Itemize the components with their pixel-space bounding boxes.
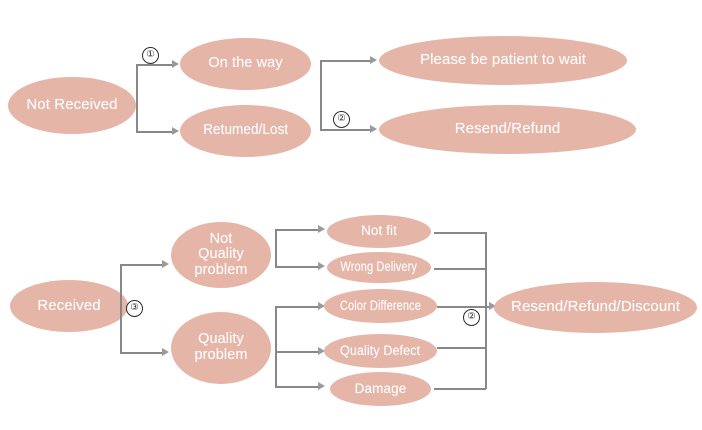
connector-merge-quality-defect <box>437 347 486 349</box>
connector-merge-color-difference <box>437 306 486 308</box>
arrow-to-returned-lost <box>172 127 179 135</box>
connector-not-received-split-vertical <box>136 64 138 132</box>
step-marker-1: ① <box>142 47 159 64</box>
node-quality-defect[interactable]: Quality Defect <box>324 334 437 368</box>
node-quality-problem[interactable]: Quality problem <box>171 312 271 384</box>
step-marker-2-bottom: ② <box>463 309 480 326</box>
node-color-difference[interactable]: Color Difference <box>324 289 437 323</box>
connector-to-damage <box>275 386 319 388</box>
arrow-to-color-difference <box>318 302 325 310</box>
connector-merge-damage <box>434 388 486 390</box>
node-not-fit[interactable]: Not fit <box>327 215 431 248</box>
node-received-label: Received <box>37 296 101 314</box>
connector-nqp-split-vertical <box>275 229 277 267</box>
connector-to-quality-problem <box>120 352 163 354</box>
arrow-to-not-quality-problem <box>162 260 169 268</box>
node-not-quality-problem-label: Not Quality problem <box>194 230 248 278</box>
step-marker-3: ③ <box>126 300 143 317</box>
connector-to-wrong-delivery <box>275 266 319 268</box>
node-on-the-way-label: On the way <box>208 55 283 72</box>
node-color-difference-label: Color Difference <box>339 297 422 313</box>
arrow-to-resend-refund-discount <box>489 302 496 310</box>
node-not-received-label: Not Received <box>26 96 118 114</box>
node-not-quality-problem[interactable]: Not Quality problem <box>171 222 271 288</box>
connector-to-not-fit <box>275 229 319 231</box>
node-wrong-delivery-label: Wrong Delivery <box>340 259 418 275</box>
arrow-to-wrong-delivery <box>318 262 325 270</box>
arrow-to-resend-refund <box>370 125 377 133</box>
node-not-received[interactable]: Not Received <box>8 77 136 134</box>
arrow-to-quality-problem <box>162 348 169 356</box>
node-resend-refund-discount[interactable]: Resend/Refund/Discount <box>494 282 697 333</box>
node-on-the-way[interactable]: On the way <box>180 38 311 90</box>
node-returned-lost-label: Retumed/Lost <box>202 122 289 139</box>
step-marker-2-top: ② <box>333 111 350 128</box>
node-please-be-patient-to-wait-label: Please be patient to wait <box>420 51 586 69</box>
node-wrong-delivery[interactable]: Wrong Delivery <box>327 252 431 283</box>
node-quality-problem-label: Quality problem <box>194 331 248 363</box>
connector-merge-wrong-delivery <box>434 268 486 270</box>
connector-to-quality-defect <box>275 351 319 353</box>
connector-to-resend-refund <box>320 129 371 131</box>
node-quality-defect-label: Quality Defect <box>340 342 421 358</box>
node-resend-refund-discount-label: Resend/Refund/Discount <box>511 298 680 316</box>
connector-merge-vertical-bus <box>485 232 487 389</box>
node-damage[interactable]: Damage <box>330 372 431 406</box>
arrow-to-not-fit <box>318 225 325 233</box>
connector-qp-split-vertical <box>275 306 277 387</box>
node-please-be-patient-to-wait[interactable]: Please be patient to wait <box>379 36 627 85</box>
node-resend-refund[interactable]: Resend/Refund <box>379 105 636 154</box>
connector-to-on-the-way <box>136 64 173 66</box>
connector-merge-not-fit <box>434 232 486 234</box>
arrow-to-on-the-way <box>172 60 179 68</box>
connector-merge-to-outcome <box>485 306 492 308</box>
node-resend-refund-label: Resend/Refund <box>454 120 561 138</box>
arrow-to-quality-defect <box>318 347 325 355</box>
connector-stage2-split-vertical <box>320 60 322 130</box>
node-received[interactable]: Received <box>10 280 128 332</box>
connector-to-please-wait <box>320 60 371 62</box>
arrow-to-damage <box>318 382 325 390</box>
node-damage-label: Damage <box>354 380 407 396</box>
connector-to-color-difference <box>275 306 319 308</box>
arrow-to-please-wait <box>370 56 377 64</box>
node-returned-lost[interactable]: Retumed/Lost <box>180 105 311 157</box>
node-not-fit-label: Not fit <box>361 223 397 239</box>
connector-to-returned-lost <box>136 131 173 133</box>
connector-to-not-quality-problem <box>120 264 163 266</box>
connector-received-split-vertical <box>120 264 122 353</box>
